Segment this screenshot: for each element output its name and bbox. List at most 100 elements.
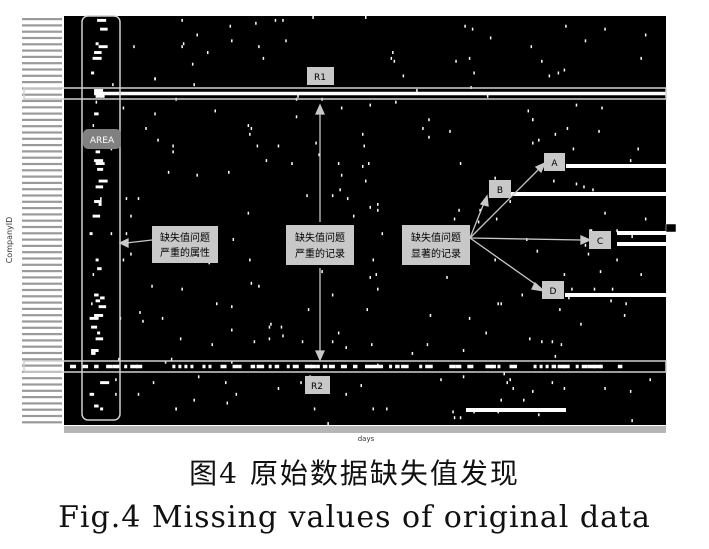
scattered-missing-cell (426, 343, 429, 347)
r2-missing-cell (491, 364, 496, 369)
r2-missing-cell (310, 364, 317, 369)
value-legend: factor(value) 0 1 (665, 202, 703, 233)
scattered-missing-cell (172, 144, 174, 148)
area-missing-cell (92, 124, 95, 128)
area-missing-cell (100, 27, 108, 31)
r2-missing-cell (389, 364, 393, 369)
scattered-missing-cell (196, 173, 198, 177)
r2-missing-cell (202, 364, 206, 369)
scattered-missing-cell (361, 132, 364, 136)
y-tick-label (22, 144, 62, 147)
r2-missing-cell (485, 364, 493, 369)
r2-missing-cell (533, 364, 537, 369)
scattered-missing-cell (428, 135, 430, 139)
r2-label-box (305, 376, 330, 394)
scattered-missing-cell (623, 313, 626, 317)
r2-missing-cell (563, 364, 570, 369)
significant-note-line2: 显著的记录 (411, 247, 461, 260)
scattered-missing-cell (604, 27, 606, 31)
scattered-missing-cell (250, 281, 253, 285)
area-missing-cell (94, 404, 99, 408)
scattered-missing-cell (181, 18, 183, 22)
scattered-missing-cell (551, 340, 554, 344)
y-tick-label (22, 358, 62, 361)
scattered-missing-cell (631, 419, 633, 423)
scattered-missing-cell (282, 18, 284, 22)
scattered-missing-cell (115, 378, 117, 382)
scattered-missing-cell (631, 235, 633, 239)
r2-missing-cell (599, 364, 603, 369)
scattered-missing-cell (301, 340, 304, 344)
scattered-missing-cell (495, 217, 498, 221)
y-tick-label (22, 175, 62, 178)
area-missing-cell (89, 392, 95, 396)
scattered-missing-cell (580, 322, 582, 326)
scattered-missing-cell (587, 252, 590, 256)
area-missing-cell (100, 296, 105, 300)
scattered-missing-cell (297, 94, 299, 98)
y-tick-label (22, 24, 62, 27)
r2-missing-cell (401, 364, 409, 369)
r2-missing-cell (352, 364, 358, 369)
r2-missing-cell (328, 364, 335, 369)
r2-missing-cell (377, 364, 384, 369)
scattered-missing-cell (599, 270, 602, 274)
scattered-missing-cell (453, 217, 456, 221)
y-tick-label (22, 118, 62, 121)
scattered-missing-cell (258, 284, 260, 288)
area-missing-cell (94, 293, 99, 297)
scattered-missing-cell (494, 258, 496, 262)
x-tick-band (64, 426, 666, 433)
scattered-missing-cell (268, 325, 271, 329)
scattered-missing-cell (331, 194, 334, 198)
scattered-missing-cell (196, 33, 198, 37)
area-missing-cell (91, 302, 93, 306)
y-tick-label (22, 169, 62, 172)
scattered-missing-cell (610, 299, 612, 303)
y-tick-label (22, 389, 62, 392)
scattered-missing-cell (541, 340, 543, 344)
y-tick-label (22, 106, 62, 109)
scattered-missing-cell (231, 360, 233, 364)
scattered-missing-cell (232, 238, 235, 241)
scattered-missing-cell (214, 109, 216, 113)
y-tick-label (22, 276, 62, 279)
scattered-missing-cell (300, 381, 302, 385)
scattered-missing-cell (247, 211, 250, 215)
scattered-missing-cell (611, 287, 614, 291)
r1-outline (23, 87, 667, 100)
scattered-missing-cell (249, 258, 251, 262)
scattered-missing-cell (197, 375, 200, 379)
scattered-missing-cell (321, 270, 323, 274)
scattered-missing-cell (277, 144, 280, 148)
scattered-missing-cell (521, 293, 524, 297)
scattered-missing-cell (369, 103, 372, 107)
area-missing-cell (92, 273, 95, 277)
scattered-missing-cell (592, 188, 594, 192)
r2-missing-cell (551, 364, 557, 369)
record-e-missing (466, 408, 566, 412)
area-missing-cell (98, 179, 108, 183)
y-tick-label (22, 307, 62, 310)
scattered-missing-cell (295, 115, 298, 119)
record-note-box (286, 225, 354, 265)
r2-missing-cell (371, 364, 378, 369)
attr-note-box (152, 226, 218, 263)
scattered-missing-cell (151, 284, 153, 288)
scattered-missing-cell (365, 16, 367, 19)
scattered-missing-cell (137, 392, 140, 396)
r2-missing-cell (70, 364, 77, 369)
scattered-missing-cell (231, 305, 233, 309)
scattered-missing-cell (559, 308, 561, 312)
scattered-missing-cell (369, 205, 372, 209)
y-tick-label (22, 402, 62, 405)
scattered-missing-cell (455, 59, 457, 63)
scattered-missing-cell (468, 56, 471, 60)
scattered-missing-cell (360, 384, 362, 388)
r2-missing-cell (256, 364, 265, 369)
scattered-missing-cell (265, 159, 268, 163)
area-missing-cell (98, 305, 107, 309)
scattered-missing-cell (446, 276, 448, 279)
scattered-missing-cell (345, 346, 347, 350)
scattered-missing-cell (486, 94, 489, 98)
